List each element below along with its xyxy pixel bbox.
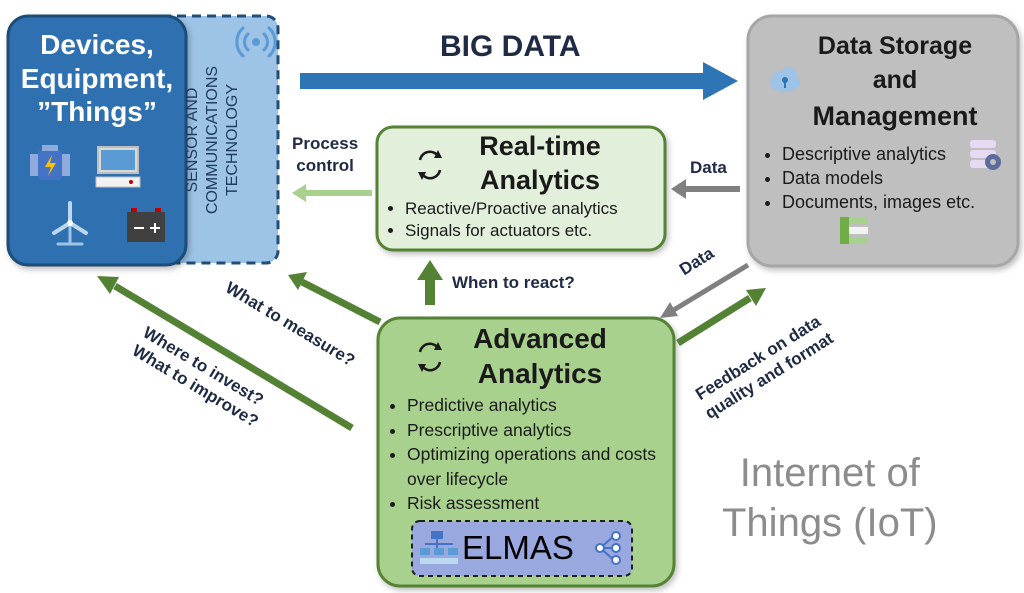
realtime-list: Reactive/Proactive analytics Signals for… xyxy=(383,198,618,242)
devices-box xyxy=(6,14,188,267)
wireless-signal-icon xyxy=(235,26,277,58)
advanced-refresh-icon xyxy=(418,342,442,372)
list-item: Optimizing operations and costs over lif… xyxy=(407,442,677,491)
devices-title: Devices, Equipment, ”Things” xyxy=(14,28,180,129)
process-control-label: Process control xyxy=(292,133,358,177)
storage-title-line: Data Storage xyxy=(817,32,973,60)
devices-title-line: ”Things” xyxy=(37,96,157,128)
computer-icon xyxy=(95,146,141,188)
database-gear-icon xyxy=(970,140,1001,170)
cloud-icon xyxy=(770,67,800,92)
when-to-react-label: When to react? xyxy=(452,273,575,292)
iot-label: Internet of Things (IoT) xyxy=(722,448,938,548)
engine-icon xyxy=(30,145,70,180)
list-item: Reactive/Proactive analytics xyxy=(405,198,618,220)
what-to-measure-arrow xyxy=(288,272,382,326)
devices-title-line: Devices, xyxy=(40,29,154,60)
elmas-label: ELMAS xyxy=(462,529,574,566)
list-item: Descriptive analytics xyxy=(782,143,975,167)
when-to-react-arrow xyxy=(417,260,443,305)
storage-title-line: Management xyxy=(812,100,978,131)
data-to-advanced-arrow xyxy=(660,262,750,318)
elmas-box xyxy=(411,520,633,577)
realtime-title-line: Analytics xyxy=(479,164,601,195)
wind-turbine-icon xyxy=(52,201,88,246)
list-item: Data models xyxy=(782,167,975,191)
realtime-refresh-icon xyxy=(418,150,442,180)
hierarchy-icon xyxy=(420,531,458,564)
process-control-line: Process xyxy=(292,134,359,153)
list-item: Signals for actuators etc. xyxy=(405,220,618,242)
realtime-title-line: Real-time xyxy=(479,131,601,161)
list-item: Documents, images etc. xyxy=(782,191,975,215)
stacked-bars-icon xyxy=(840,217,868,244)
advanced-title: Advanced Analytics xyxy=(440,321,640,391)
devices-title-line: Equipment, xyxy=(20,62,174,94)
list-item: Prescriptive analytics xyxy=(407,418,677,443)
data-to-realtime-arrow xyxy=(671,179,740,199)
advanced-box xyxy=(376,316,676,588)
big-data-arrow xyxy=(300,62,738,100)
battery-icon xyxy=(127,208,165,242)
storage-title-line: and xyxy=(872,65,918,94)
list-item: Predictive analytics xyxy=(407,393,677,418)
realtime-box xyxy=(375,125,667,252)
storage-box xyxy=(746,14,1020,268)
process-control-arrow xyxy=(292,184,372,202)
iot-label-line: Things (IoT) xyxy=(722,501,938,545)
big-data-label: BIG DATA xyxy=(440,30,581,63)
iot-label-line: Internet of xyxy=(739,451,920,495)
storage-title: Data Storage and Management xyxy=(790,30,1000,134)
realtime-title: Real-time Analytics xyxy=(440,130,640,198)
process-control-line: control xyxy=(296,156,354,176)
list-item: Risk assessment xyxy=(407,491,677,516)
advanced-title-line: Analytics xyxy=(477,358,603,389)
sensor-label-line: TECHNOLOGY xyxy=(224,83,241,197)
sensor-label-line: COMMUNICATIONS xyxy=(204,65,221,215)
advanced-title-line: Advanced xyxy=(473,323,607,354)
sensor-label-line: SENSOR AND xyxy=(184,87,201,193)
feedback-arrow xyxy=(676,288,766,346)
network-icon xyxy=(595,531,621,565)
data-in-label: Data xyxy=(690,158,727,177)
storage-list: Descriptive analytics Data models Docume… xyxy=(760,143,975,215)
where-to-invest-arrow xyxy=(97,276,354,432)
advanced-list: Predictive analytics Prescriptive analyt… xyxy=(385,393,677,516)
